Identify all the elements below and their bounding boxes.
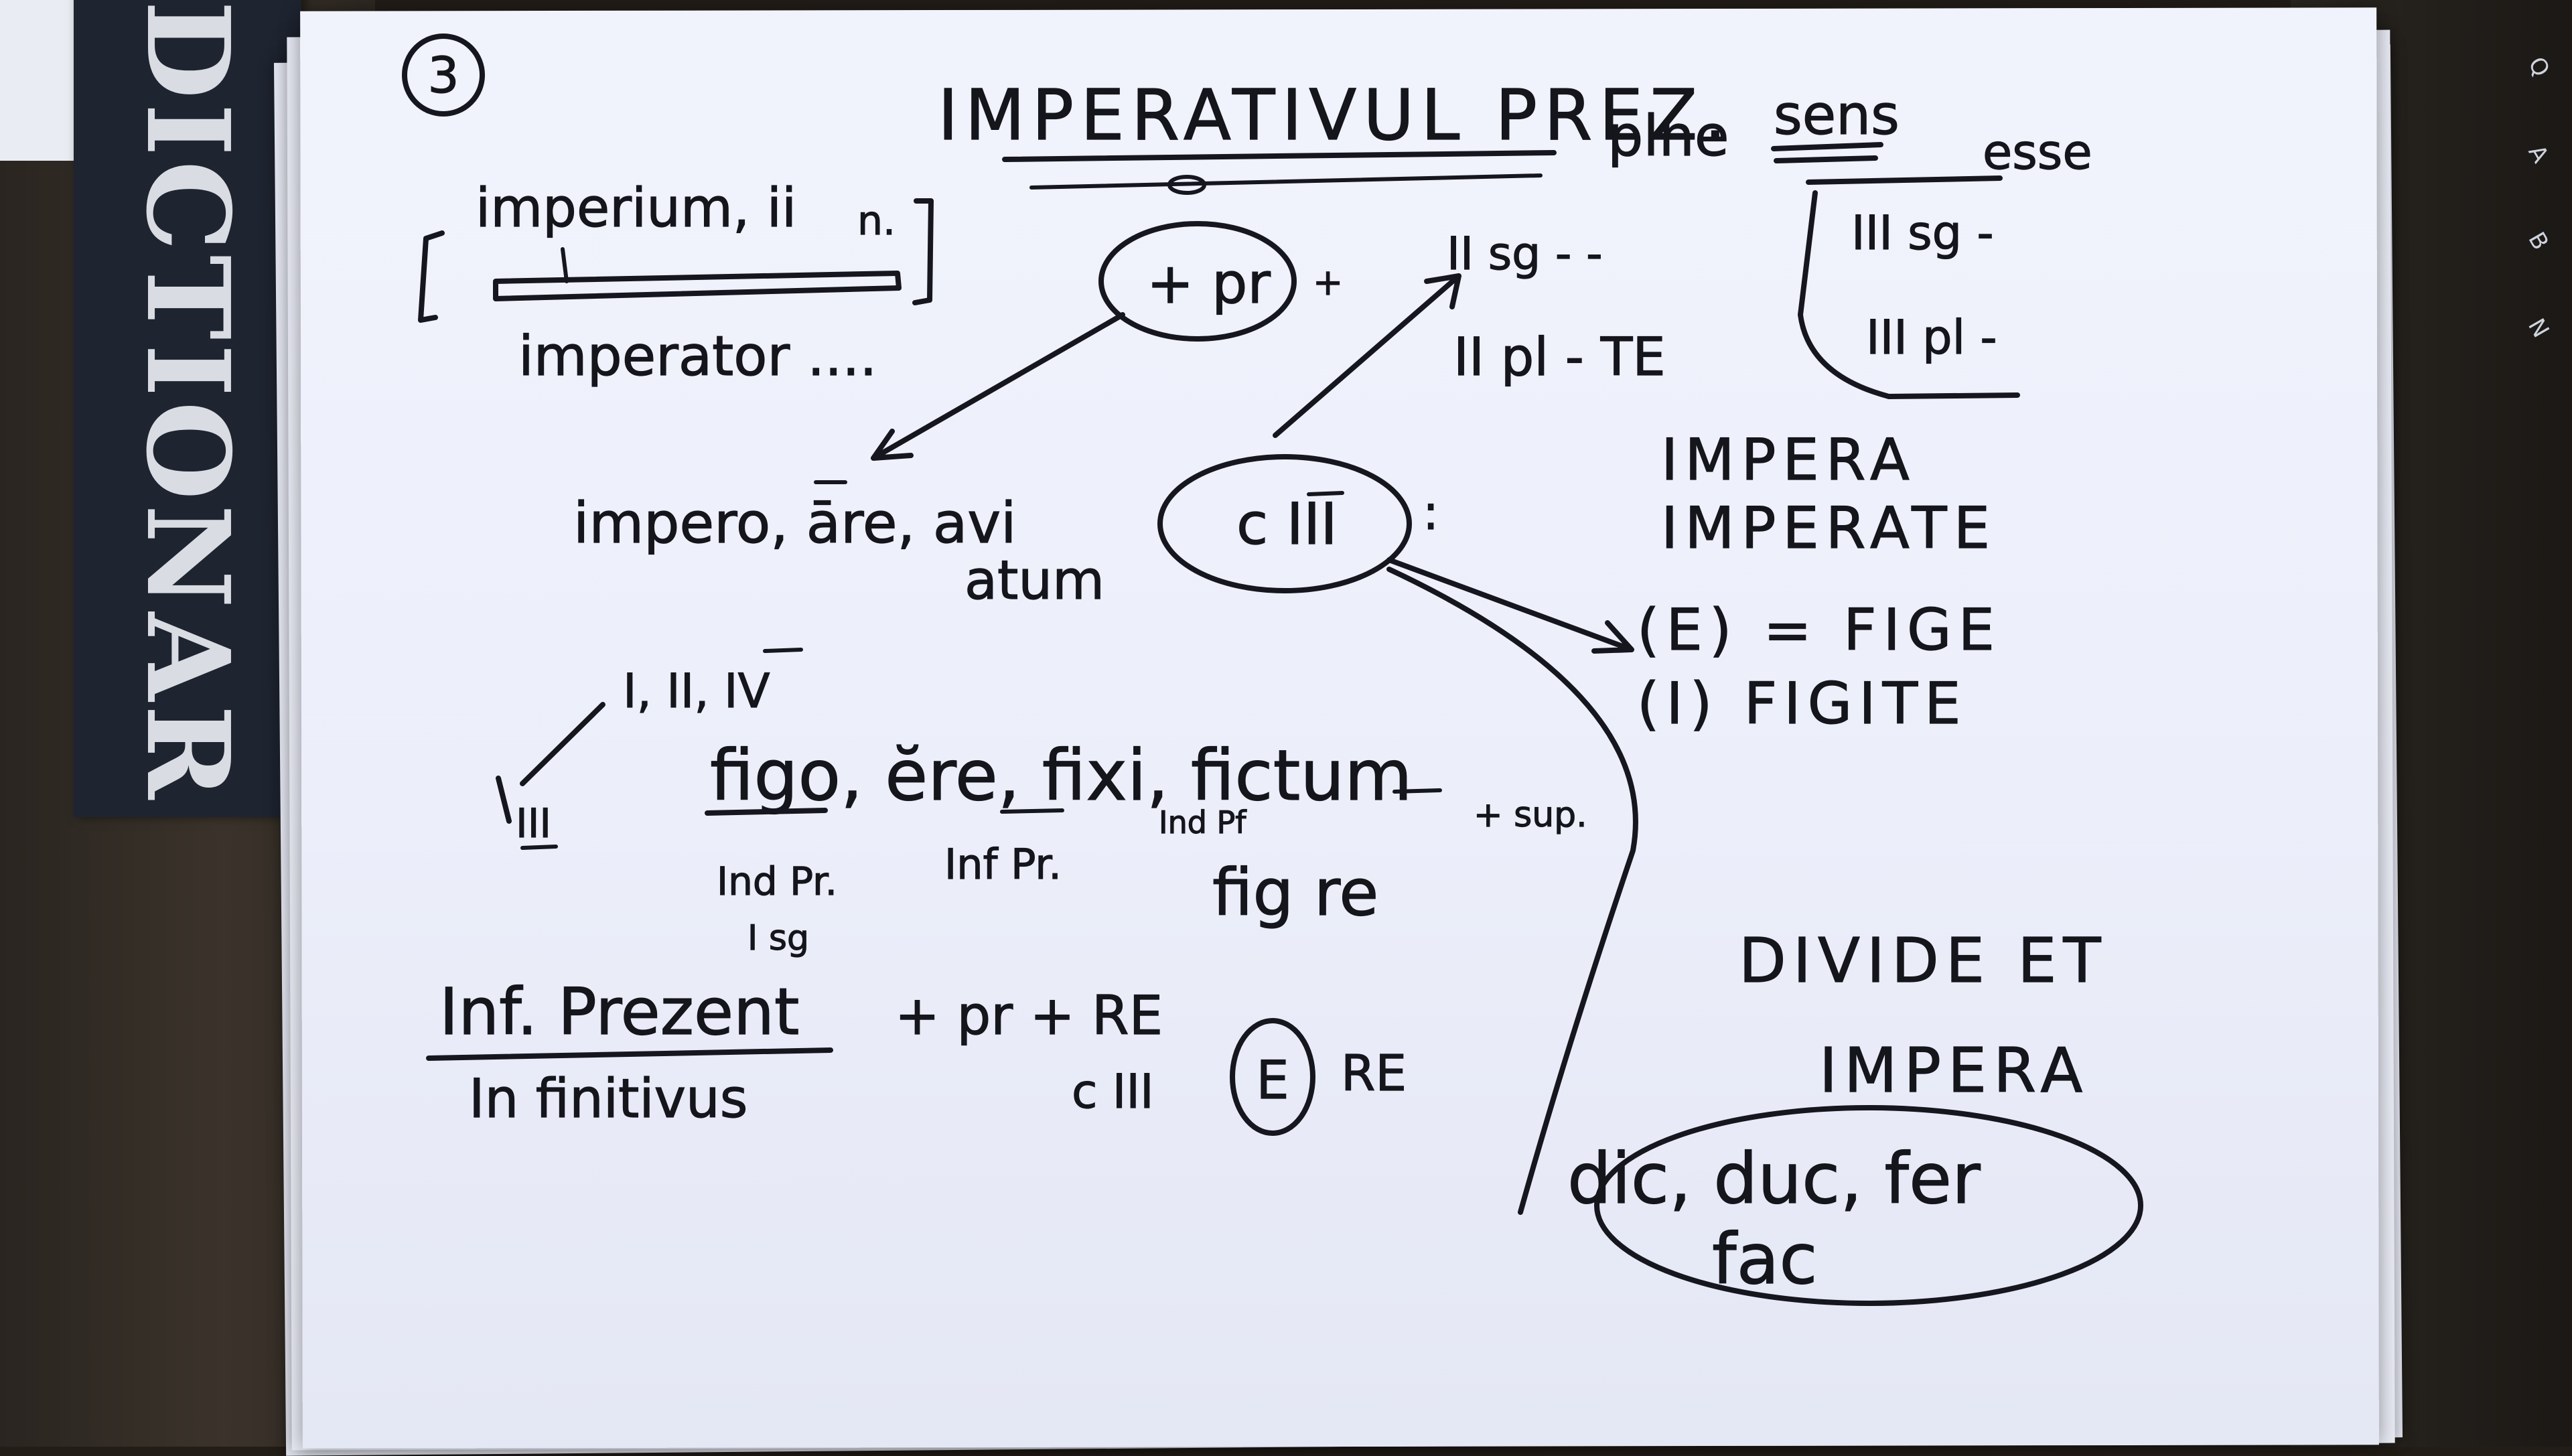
divide-et-label: DIVIDE ET [1739, 925, 2108, 997]
dictionary-book-spine: DICTIONAR [74, 0, 301, 817]
imperium-word: imperium, ii [476, 177, 796, 239]
e-oval [1230, 1018, 1315, 1136]
conj-iii-overline [1307, 491, 1344, 496]
ii-pl-label: II pl - TE [1453, 327, 1666, 388]
page-number: 3 [427, 47, 459, 104]
inf-prezent-label: Inf. Prezent [439, 974, 800, 1049]
arrow-to-impero [871, 312, 1125, 461]
e-fige-label: (E) = FIGE [1637, 597, 2001, 664]
ii-sg-label: II sg - - [1447, 228, 1603, 281]
sens-underline [1771, 142, 1883, 163]
title-underline-2 [1029, 173, 1543, 190]
dic-duc-fer-oval [1594, 1105, 2143, 1306]
notes-title: IMPERATIVUL PREZ. [938, 74, 1733, 156]
conj-iii-label: c III [1236, 491, 1338, 558]
imperium-underline-box [493, 271, 902, 301]
iii-sg-label: III sg - [1851, 206, 1994, 261]
iii-bracket [1798, 175, 2020, 399]
title-underline [1002, 150, 1557, 162]
imperium-tick [561, 247, 569, 283]
fictum-underline [1392, 788, 1442, 794]
i-figite-label: (I) FIGITE [1637, 670, 1968, 737]
esse-label: esse [1983, 124, 2092, 180]
conj-iii-oval [1157, 454, 1412, 593]
arrow-to-fige [1386, 557, 1634, 654]
arrow-to-iii [496, 702, 605, 824]
conj-iii-small-underline [520, 845, 558, 850]
right-bracket [912, 198, 934, 305]
curve-to-bottom [1386, 567, 1638, 1215]
ind-pf-label: Ind Pf [1159, 804, 1247, 841]
in-finitivus-label: In finitivus [469, 1068, 747, 1130]
imperium-gender: n. [857, 198, 896, 244]
pr-re-formula: + pr + RE [895, 985, 1163, 1047]
inf-pr-label: Inf Pr. [944, 840, 1062, 889]
page-number-circle [402, 33, 485, 117]
c-iii-re-label: c III [1072, 1064, 1154, 1119]
plus-pr-oval [1098, 221, 1297, 342]
conj-iv-overline [763, 648, 803, 653]
re2-label: RE [1341, 1045, 1407, 1102]
fac-label: fac [1712, 1218, 1818, 1300]
figo-line: figo, ĕre, fixi, fictum [710, 735, 1413, 816]
imperator-word: imperator .... [518, 325, 877, 388]
imperate-label: IMPERATE [1661, 495, 1997, 562]
atum-word: atum [964, 549, 1104, 611]
impera-motto-label: IMPERA [1819, 1035, 2089, 1106]
title-plain: plne [1608, 103, 1729, 169]
sup-label: + sup. [1474, 795, 1587, 835]
e-in-oval: E [1256, 1051, 1289, 1111]
inf-prezent-underline [426, 1047, 833, 1061]
conj-iii-small: III [516, 800, 551, 847]
title-sens: sens [1774, 84, 1900, 147]
plus-pr-label: + pr [1147, 250, 1271, 316]
impero-line: impero, āre, avi [573, 490, 1016, 556]
arrow-to-ii-sg [1273, 273, 1461, 438]
conj-list: I, II, IV [623, 664, 770, 719]
sg1-label: I sg [747, 918, 809, 958]
figo-underline [705, 808, 828, 816]
fig-re-label: fig re [1212, 855, 1378, 930]
ind-pr-label: Ind Pr. [717, 859, 837, 904]
impera-label: IMPERA [1661, 427, 1916, 494]
dic-duc-fer-label: dic, duc, fer [1567, 1138, 1981, 1220]
left-bracket [418, 230, 445, 323]
title-underline-knot [1167, 175, 1206, 195]
iii-pl-label: III pl - [1866, 310, 1997, 365]
plus-sign: + [1313, 261, 1343, 303]
conj-colon: : [1423, 484, 1439, 540]
ere-underline [1000, 808, 1064, 814]
